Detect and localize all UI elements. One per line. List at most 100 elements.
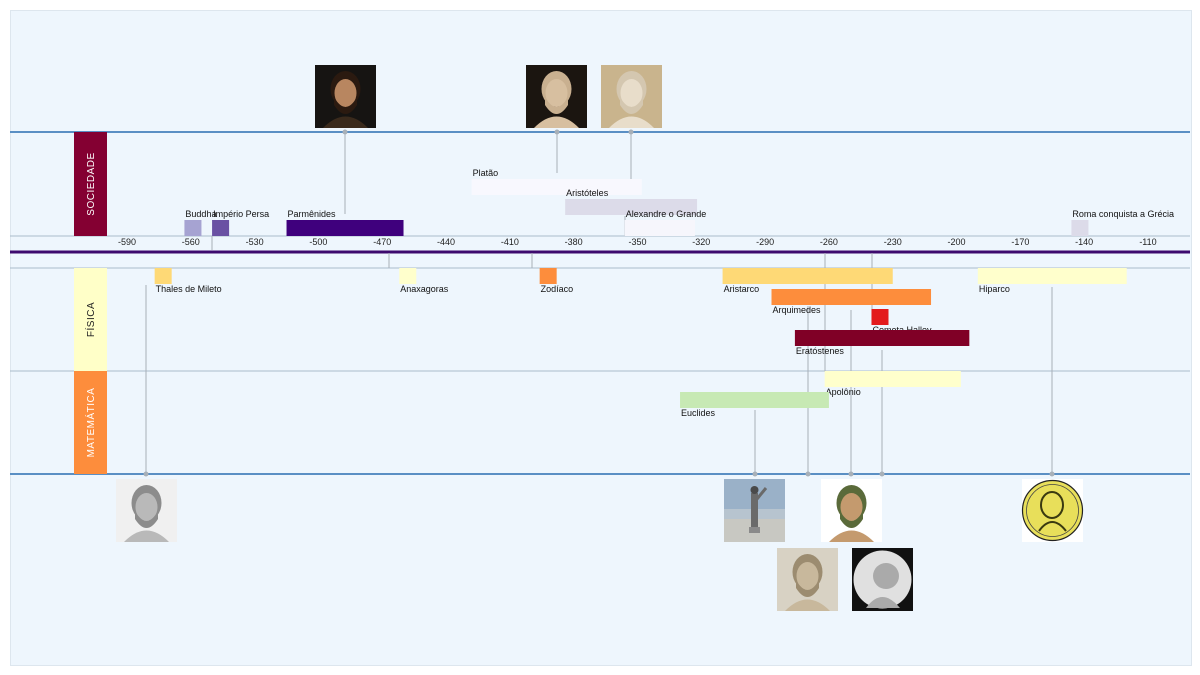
medal-shoulders <box>1038 521 1067 532</box>
band-sociedade <box>74 132 107 236</box>
portrait-beard <box>620 97 643 114</box>
engraving-shoulders <box>866 597 900 608</box>
axis-tick-label: -260 <box>820 237 838 247</box>
connector-dot <box>143 471 149 477</box>
hiparco-medal <box>1021 479 1084 542</box>
euclides-statue <box>724 479 785 542</box>
event-bar-eratostenes <box>794 330 970 346</box>
portrait-shoulders <box>829 530 874 542</box>
engraving-head <box>873 563 899 589</box>
connector-dot <box>752 471 758 477</box>
portrait-beard <box>796 580 819 597</box>
event-label-hiparco: Hiparco <box>979 284 1010 294</box>
event-label-parmenides: Parmênides <box>288 209 337 219</box>
portrait-beard <box>135 511 158 528</box>
medal-head <box>1040 491 1064 519</box>
connector-dot <box>1049 471 1055 477</box>
event-bar-anaxagoras <box>399 268 417 284</box>
statue-plinth <box>749 527 760 533</box>
platao-portrait <box>526 65 587 128</box>
axis-tick-label: -380 <box>565 237 583 247</box>
medal-ring <box>1026 484 1079 537</box>
portrait-beard <box>545 97 568 114</box>
event-bar-imperio-persa <box>212 220 230 236</box>
event-bar-aristoteles <box>565 199 698 215</box>
event-label-aristoteles: Aristóteles <box>566 188 609 198</box>
axis-tick-label: -140 <box>1075 237 1093 247</box>
connector-dot <box>805 471 811 477</box>
axis-tick-label: -410 <box>501 237 519 247</box>
axis-tick-label: -560 <box>182 237 200 247</box>
event-label-platao: Platão <box>473 168 499 178</box>
portrait-shoulders <box>785 599 830 611</box>
event-label-arquimedes: Arquimedes <box>773 305 822 315</box>
event-label-alexandre-o-grande: Alexandre o Grande <box>626 209 707 219</box>
connector-dot <box>848 471 854 477</box>
connector-dot <box>628 129 634 135</box>
event-label-roma-conquista-a-grecia: Roma conquista a Grécia <box>1072 209 1174 219</box>
connector-dot <box>879 471 885 477</box>
event-label-aristarco: Aristarco <box>724 284 760 294</box>
axis-tick-label: -530 <box>246 237 264 247</box>
statue-arm <box>755 487 768 500</box>
event-label-thales-de-mileto: Thales de Mileto <box>156 284 222 294</box>
portrait-shoulders <box>323 116 368 128</box>
medal-disc <box>1021 479 1084 542</box>
band-label-matematica: MATEMÁTICA <box>84 388 97 458</box>
axis-tick-label: -170 <box>1011 237 1029 247</box>
event-label-euclides: Euclides <box>681 408 716 418</box>
event-bar-zodiaco <box>539 268 557 284</box>
axis-tick-label: -290 <box>756 237 774 247</box>
portrait-face <box>135 493 158 521</box>
event-label-eratostenes: Eratóstenes <box>796 346 845 356</box>
event-label-zodiaco: Zodíaco <box>541 284 574 294</box>
event-label-anaxagoras: Anaxagoras <box>400 284 449 294</box>
event-bar-euclides <box>680 392 829 408</box>
axis-tick-label: -590 <box>118 237 136 247</box>
event-bar-thales-de-mileto <box>154 268 172 284</box>
event-bar-cometa-halley <box>871 309 889 325</box>
portrait-shoulders <box>124 530 169 542</box>
band-label-fisica: FÍSICA <box>84 302 97 337</box>
event-bar-roma-conquista-a-grecia <box>1071 220 1089 236</box>
portrait-beard <box>840 511 863 528</box>
axis-tick-label: -320 <box>692 237 710 247</box>
portrait-shoulders <box>609 116 654 128</box>
band-fisica <box>74 268 107 371</box>
connector-dot <box>554 129 560 135</box>
portrait-face <box>796 562 819 590</box>
event-label-imperio-persa: Império Persa <box>213 209 269 219</box>
eratostenes-bust <box>777 548 838 611</box>
event-bar-buddha <box>184 220 202 236</box>
event-bar-alexandre-o-grande <box>624 220 695 236</box>
statue-head <box>750 486 759 494</box>
axis-tick-label: -440 <box>437 237 455 247</box>
axis-tick-label: -470 <box>373 237 391 247</box>
aristoteles-portrait <box>601 65 662 128</box>
axis-tick-label: -200 <box>948 237 966 247</box>
portrait-face <box>545 79 568 107</box>
event-bar-platao <box>471 179 642 195</box>
band-matematica <box>74 371 107 474</box>
event-bar-hiparco <box>977 268 1127 284</box>
portrait-face <box>334 79 357 107</box>
event-bar-parmenides <box>286 220 404 236</box>
arquimedes-portrait <box>821 479 882 542</box>
parmenides-portrait <box>315 65 376 128</box>
portrait-shoulders <box>534 116 579 128</box>
axis-tick-label: -230 <box>884 237 902 247</box>
axis-tick-label: -350 <box>628 237 646 247</box>
event-label-apolonio: Apolônio <box>826 387 861 397</box>
event-bar-apolonio <box>824 371 961 387</box>
event-bar-arquimedes <box>771 289 932 305</box>
statue-body <box>751 493 758 527</box>
portrait-face <box>840 493 863 521</box>
connector-dot <box>342 129 348 135</box>
axis-tick-label: -500 <box>309 237 327 247</box>
event-label-buddha: Buddha <box>185 209 216 219</box>
portrait-beard <box>334 97 357 114</box>
thales-portrait <box>116 479 177 542</box>
band-label-sociedade: SOCIEDADE <box>86 152 97 215</box>
portrait-face <box>620 79 643 107</box>
